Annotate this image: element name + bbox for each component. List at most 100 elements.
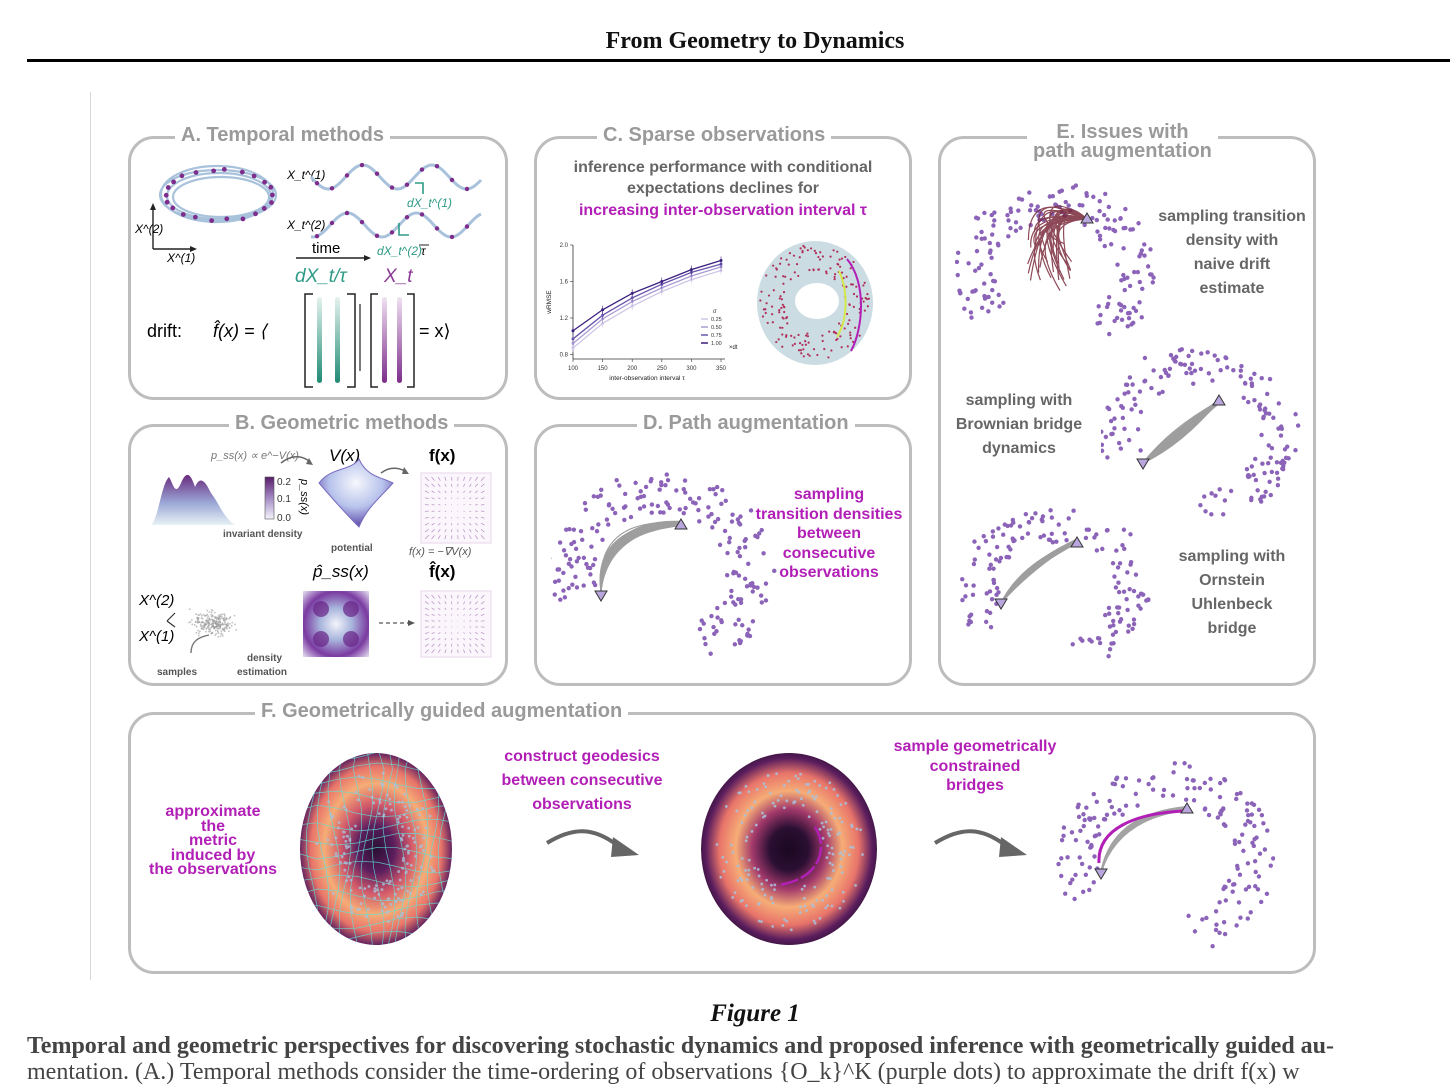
observation-dot	[1249, 910, 1253, 914]
observation-dot	[849, 334, 851, 336]
observation-dot	[382, 883, 385, 886]
sample-point	[211, 632, 213, 634]
observation-dot	[732, 570, 736, 574]
observation-dot	[417, 826, 420, 829]
sample-point	[205, 631, 207, 633]
observation-dot	[976, 216, 980, 220]
observation-dot	[1265, 892, 1269, 896]
observation-dot	[405, 809, 408, 812]
observation-dot	[1202, 494, 1206, 498]
observation-dot	[844, 327, 846, 329]
observation-dot	[1238, 915, 1242, 919]
observation-dot	[1132, 622, 1136, 626]
observation-dot	[816, 354, 818, 356]
observation-dot	[1222, 920, 1226, 924]
panel-e-text-line: naive drift	[1147, 253, 1317, 277]
observation-dot	[974, 235, 978, 239]
observation-dot	[1203, 509, 1207, 513]
observation-dot	[1245, 801, 1249, 805]
observation-dot	[1275, 460, 1279, 464]
observation-dot	[808, 815, 811, 818]
observation-dot	[751, 589, 755, 593]
observation-dot	[1125, 570, 1129, 574]
observation-dot	[830, 812, 833, 815]
observation-dot	[1111, 228, 1115, 232]
observation-dot	[1026, 531, 1030, 535]
observation-dot	[1030, 516, 1034, 520]
observation-dot	[1239, 368, 1243, 372]
observation-dot	[401, 912, 404, 915]
observation-dot	[1098, 199, 1102, 203]
x2-series-label: X_t^(2)	[286, 218, 325, 232]
observation-dot	[650, 502, 654, 506]
observation-dot	[861, 853, 864, 856]
sample-point	[207, 617, 209, 619]
observation-dot	[1263, 490, 1267, 494]
observation-dot	[329, 813, 332, 816]
observation-dot	[170, 206, 175, 211]
observation-dot	[745, 785, 748, 788]
observation-dot	[683, 506, 687, 510]
observation-dot	[1107, 407, 1111, 411]
sample-point	[229, 627, 231, 629]
observation-dot	[1208, 777, 1212, 781]
observation-dot	[711, 625, 715, 629]
observation-dot	[568, 557, 572, 561]
observation-dot	[779, 295, 781, 297]
observation-dot	[798, 349, 800, 351]
observation-dot	[794, 271, 796, 273]
observation-dot	[1238, 374, 1242, 378]
observation-dot	[387, 898, 390, 901]
observation-dot	[315, 842, 318, 845]
observation-dot	[1252, 398, 1256, 402]
panel-f-text-line: sample geometrically	[875, 737, 1075, 757]
panel-e-text-1: sampling transition density with naive d…	[1147, 205, 1317, 301]
observation-dot	[813, 269, 815, 271]
observation-dot	[363, 887, 366, 890]
observation-dot	[982, 534, 986, 538]
sample-point	[214, 634, 216, 636]
observation-dot	[853, 306, 855, 308]
sample-point	[228, 630, 230, 632]
observation-dot	[400, 887, 403, 890]
sample-point	[220, 618, 222, 620]
observation-dot	[1276, 426, 1280, 430]
observation-dot	[1246, 861, 1250, 865]
observation-dot	[1214, 909, 1218, 913]
observation-dot	[268, 185, 273, 190]
observation-dot	[1136, 221, 1140, 225]
observation-dot	[834, 273, 836, 275]
observation-dot	[330, 816, 333, 819]
samples-cloud	[188, 608, 237, 637]
observation-dot	[1171, 770, 1175, 774]
observation-dot	[786, 259, 788, 261]
sample-point	[197, 622, 199, 624]
observation-dot	[1105, 217, 1109, 221]
observation-dot	[378, 812, 381, 815]
observation-dot	[859, 335, 861, 337]
panel-f-text-line: construct geodesics	[487, 745, 677, 769]
observation-dot	[1186, 354, 1190, 358]
observation-dot	[639, 489, 643, 493]
observation-dot	[580, 538, 584, 542]
observation-dot	[1131, 227, 1135, 231]
observation-dot	[808, 342, 810, 344]
observation-dot	[1204, 916, 1208, 920]
observation-dot	[783, 291, 785, 293]
observation-dot	[862, 284, 864, 286]
observation-dot	[1231, 882, 1235, 886]
observation-dot	[1139, 410, 1143, 414]
observation-dot	[397, 888, 400, 891]
observation-dot	[622, 518, 626, 522]
sample-point	[209, 629, 211, 631]
sampled-path	[1001, 542, 1077, 603]
observation-dot	[1001, 301, 1005, 305]
observation-dot	[350, 827, 353, 830]
observation-dot	[1257, 874, 1261, 878]
panel-c-title: C. Sparse observations	[597, 122, 831, 148]
observation-dot	[801, 344, 803, 346]
observation-dot	[1252, 372, 1256, 376]
observation-dot	[1138, 389, 1142, 393]
observation-dot	[425, 827, 428, 830]
observation-dot	[1140, 248, 1144, 252]
